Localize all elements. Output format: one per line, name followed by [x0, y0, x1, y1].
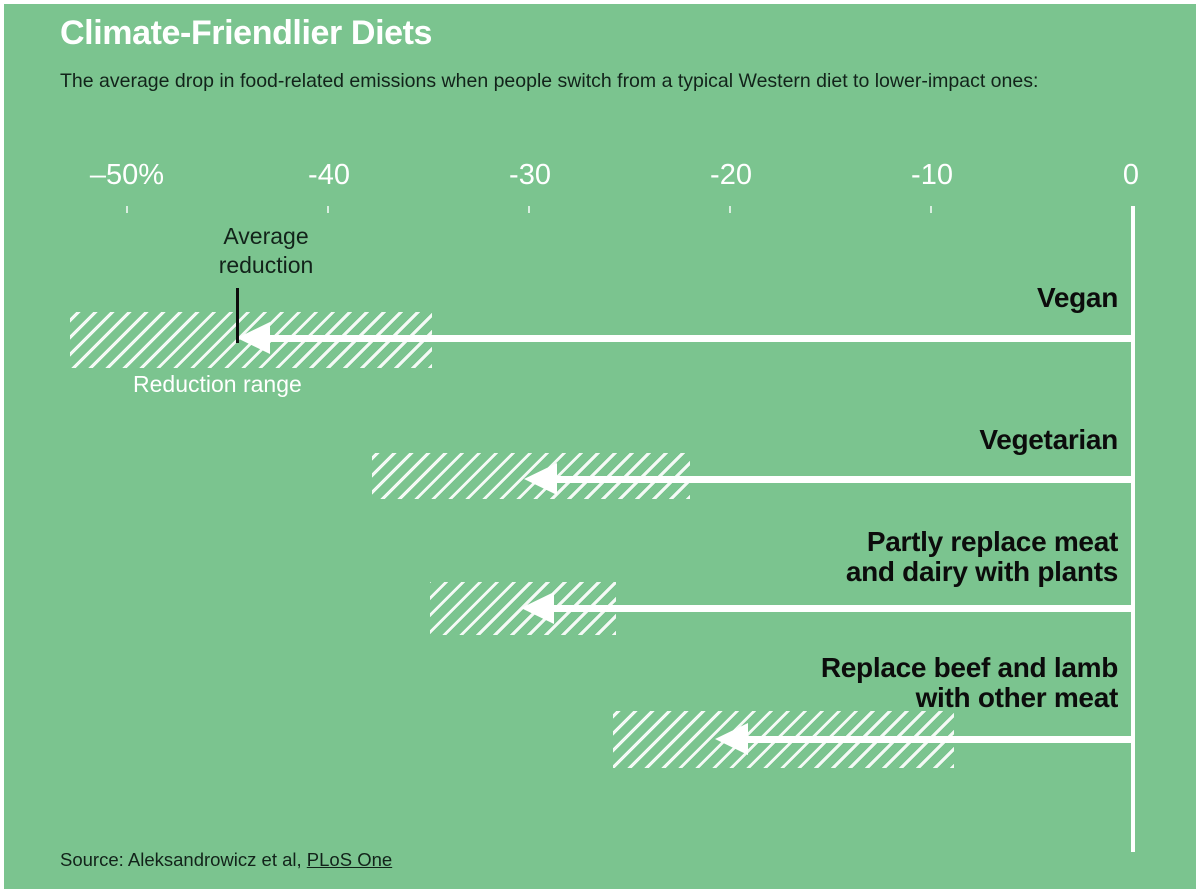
row-label-vegetarian: Vegetarian: [979, 424, 1118, 455]
chart-subtitle: The average drop in food-related emissio…: [60, 70, 1039, 92]
row-label-replace-beef-lamb: Replace beef and lamb with other meat: [820, 652, 1118, 713]
source-prefix: Source: Aleksandrowicz et al,: [60, 849, 307, 870]
annotation-average-reduction-tick: [236, 288, 239, 343]
arrow-head-replace-beef-lamb: [715, 723, 748, 755]
zero-axis-line: [1131, 206, 1135, 852]
arrow-head-partly-replace-meat-dairy: [521, 592, 554, 624]
gridline-minus40: [327, 206, 329, 852]
xtick-label-minus50: –50%: [89, 159, 165, 191]
source-link[interactable]: PLoS One: [306, 849, 393, 870]
arrow-shaft-vegetarian: [557, 476, 1131, 483]
annotation-average-reduction: Average reduction: [218, 223, 314, 278]
gridline-minus20: [729, 206, 731, 852]
source-note: Source: Aleksandrowicz et al, PLoS One: [60, 849, 392, 871]
xtick-label-minus30: -30: [509, 159, 551, 191]
page-title: Climate-Friendlier Diets: [60, 14, 433, 52]
arrow-shaft-vegan: [270, 335, 1131, 342]
xtick-label-minus20: -20: [710, 159, 752, 191]
arrow-shaft-replace-beef-lamb: [748, 736, 1131, 743]
arrow-head-vegetarian: [524, 463, 557, 495]
arrow-head-vegan: [237, 322, 270, 354]
gridline-minus10: [930, 206, 932, 852]
gridline-minus30: [528, 206, 530, 852]
xtick-label-zero: 0: [1122, 159, 1140, 191]
annotation-reduction-range: Reduction range: [133, 371, 302, 397]
xtick-label-minus40: -40: [308, 159, 350, 191]
arrow-shaft-partly-replace-meat-dairy: [554, 605, 1131, 612]
gridline-minus50: [126, 206, 128, 852]
row-label-partly-replace-meat-dairy: Partly replace meat and dairy with plant…: [845, 526, 1118, 587]
xtick-label-minus10: -10: [911, 159, 953, 191]
row-label-vegan: Vegan: [1037, 282, 1118, 313]
